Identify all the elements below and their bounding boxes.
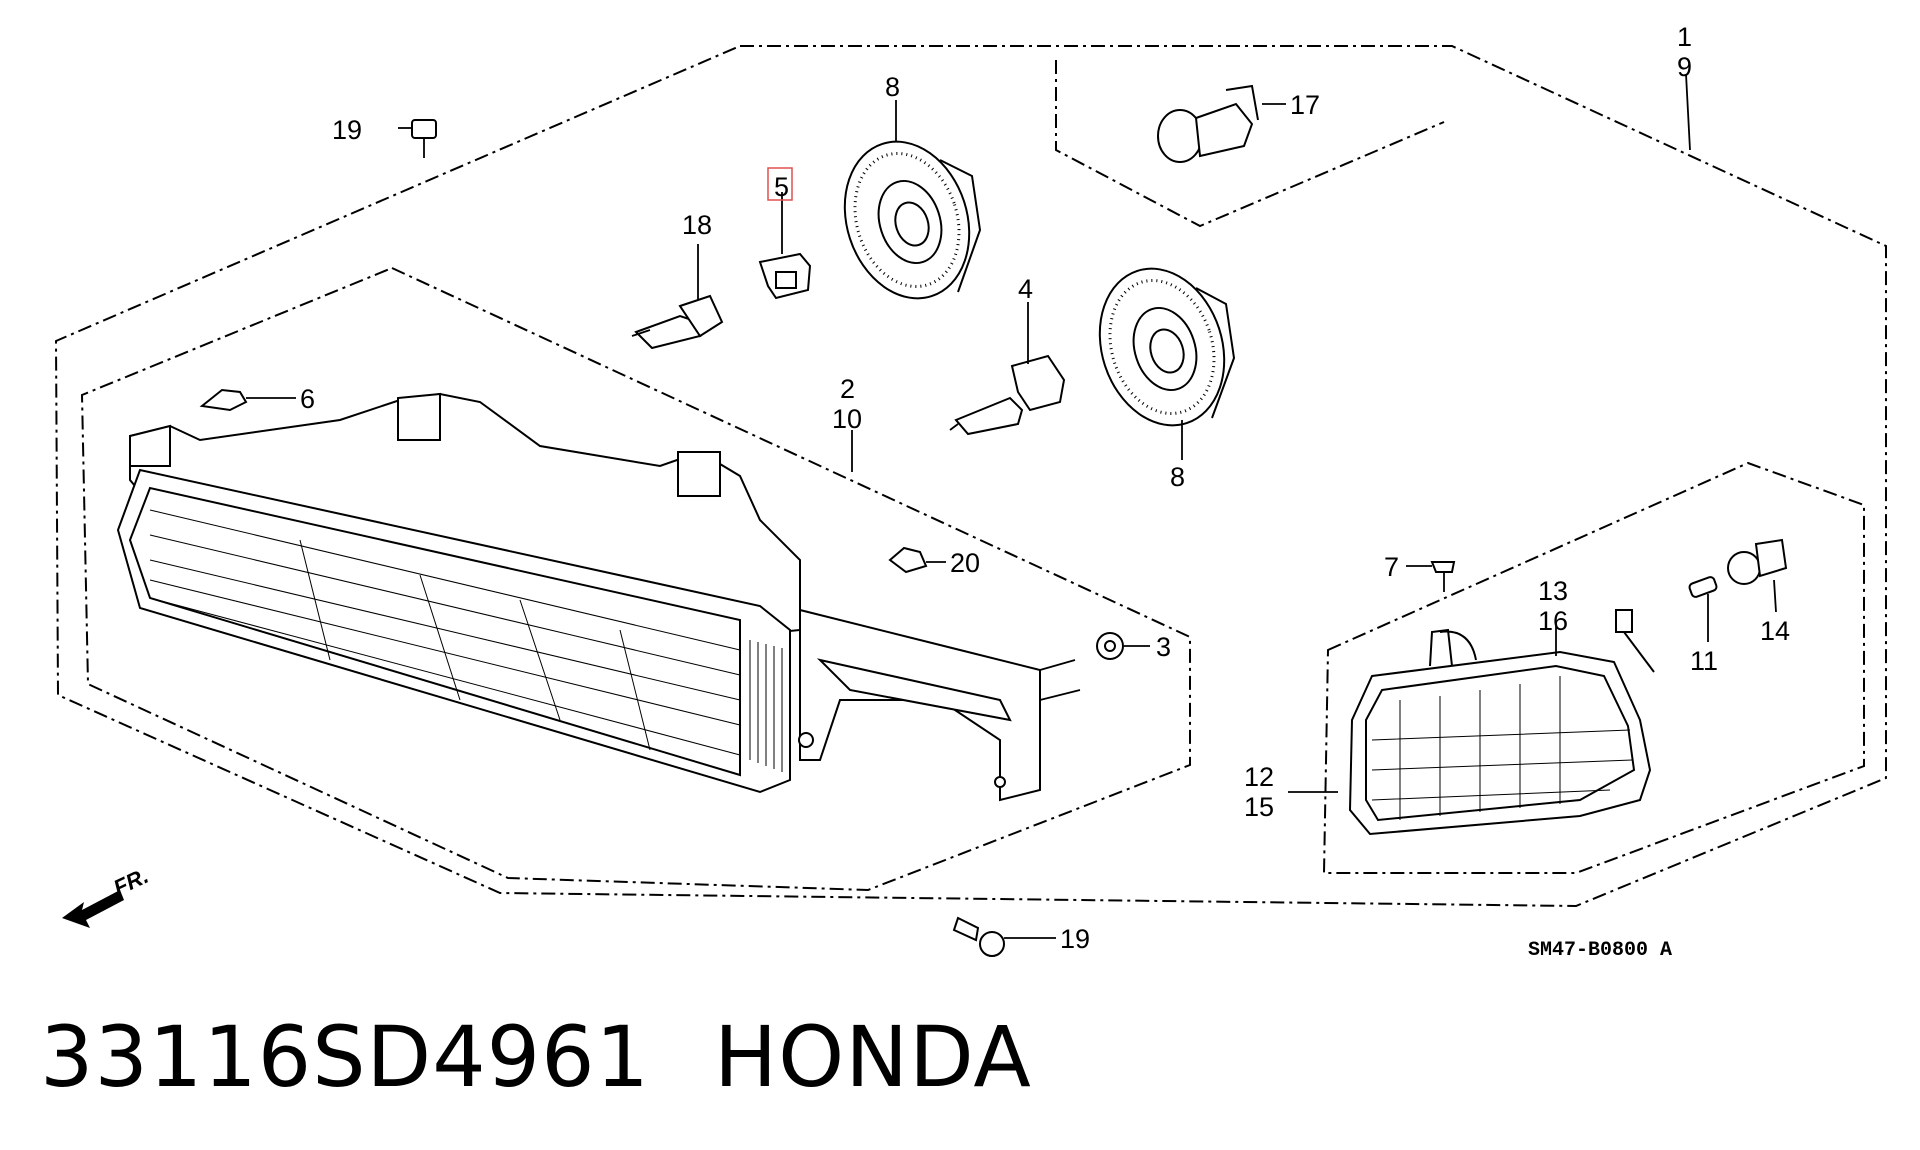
corner-light bbox=[1348, 628, 1652, 836]
callout-3: 3 bbox=[1156, 632, 1171, 662]
callout-1: 1 bbox=[1677, 22, 1692, 52]
callout-16: 16 bbox=[1538, 606, 1568, 636]
outer-assembly-boundary bbox=[54, 45, 1887, 908]
socket-14 bbox=[1727, 538, 1788, 585]
callout-15: 15 bbox=[1244, 792, 1274, 822]
part-caption: 33116SD4961 HONDA bbox=[40, 1008, 1032, 1106]
callout-2: 2 bbox=[840, 374, 855, 404]
callout-5-highlight bbox=[767, 167, 793, 201]
callout-14: 14 bbox=[1760, 616, 1790, 646]
callout-8-top: 8 bbox=[885, 72, 900, 102]
socket-5 bbox=[758, 252, 812, 300]
bolt-19-top bbox=[411, 119, 437, 158]
diagram-code: SM47-B0800 A bbox=[1528, 939, 1672, 962]
headlight-group-boundary bbox=[80, 266, 1191, 892]
callout-19-bottom: 19 bbox=[1060, 924, 1090, 954]
reflector-boot-bottom bbox=[1098, 267, 1236, 427]
bulb-17 bbox=[1157, 84, 1259, 163]
connector-13-16 bbox=[1615, 609, 1655, 673]
bulb-11 bbox=[1688, 576, 1718, 598]
callout-20: 20 bbox=[950, 548, 980, 578]
callout-11: 11 bbox=[1690, 646, 1718, 676]
corner-light-group-boundary bbox=[1322, 461, 1865, 874]
bulb-4 bbox=[949, 354, 1066, 436]
front-direction-arrow: FR. bbox=[62, 863, 152, 928]
callout-4: 4 bbox=[1018, 274, 1033, 304]
screw-7 bbox=[1430, 561, 1456, 592]
brand-name: HONDA bbox=[714, 1008, 1032, 1106]
callout-18: 18 bbox=[682, 210, 712, 240]
clip-20 bbox=[888, 546, 928, 574]
clip-6 bbox=[199, 388, 248, 412]
part-number: 33116SD4961 bbox=[40, 1008, 650, 1106]
leader-lines bbox=[246, 73, 1777, 939]
callout-17: 17 bbox=[1290, 90, 1320, 120]
bulb-18 bbox=[631, 294, 724, 350]
callout-7: 7 bbox=[1384, 552, 1399, 582]
reflector-boot-top bbox=[843, 140, 982, 300]
grommet-3 bbox=[1096, 632, 1124, 660]
headlight-assembly bbox=[116, 392, 1081, 802]
callout-12: 12 bbox=[1244, 762, 1274, 792]
callout-6: 6 bbox=[300, 384, 315, 414]
callout-8-bottom: 8 bbox=[1170, 462, 1185, 492]
callout-19-top: 19 bbox=[332, 115, 362, 145]
callout-13: 13 bbox=[1538, 576, 1568, 606]
callout-5: 5 bbox=[774, 172, 789, 202]
callout-9: 9 bbox=[1677, 52, 1692, 82]
bulb-group-boundary bbox=[1055, 60, 1445, 228]
bolt-19-bottom bbox=[952, 916, 1005, 957]
callout-10: 10 bbox=[832, 404, 862, 434]
callout-labels: 1 9 19 5 8 17 18 4 6 2 10 8 20 3 7 13 16… bbox=[300, 22, 1790, 954]
